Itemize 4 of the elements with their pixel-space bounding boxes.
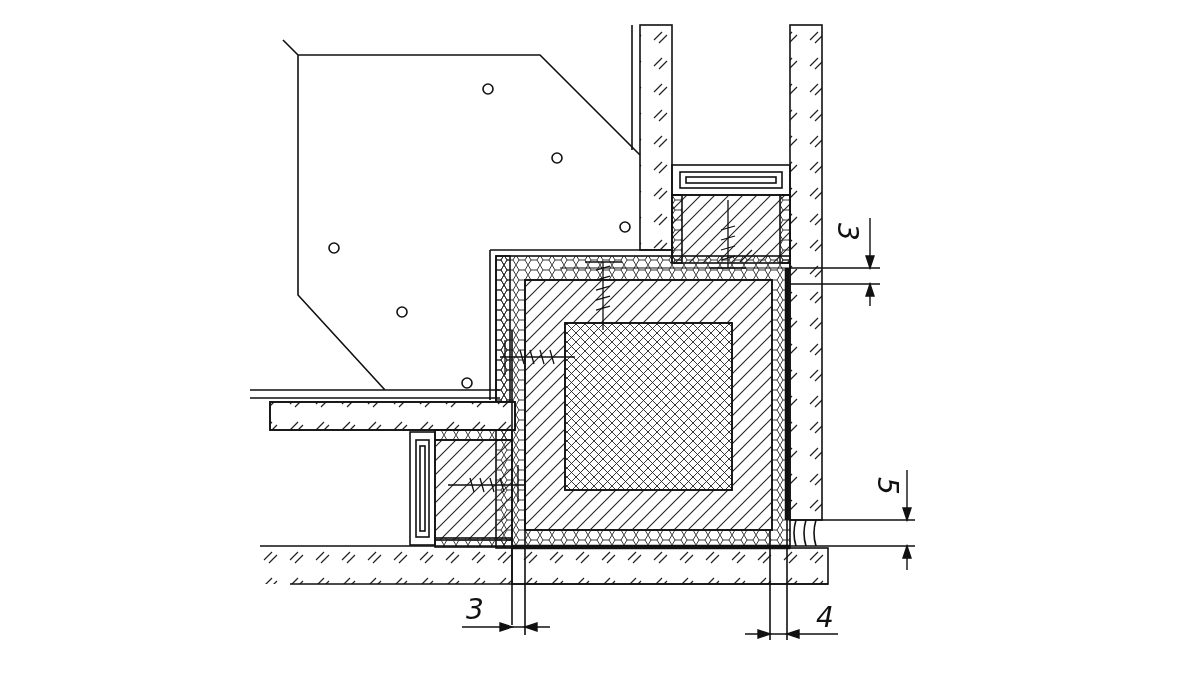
dimension-value: 5 [872, 477, 901, 495]
dimension-value: 3 [466, 596, 484, 624]
dimension-value: 4 [816, 604, 834, 632]
dimension-value: 3 [832, 223, 861, 241]
